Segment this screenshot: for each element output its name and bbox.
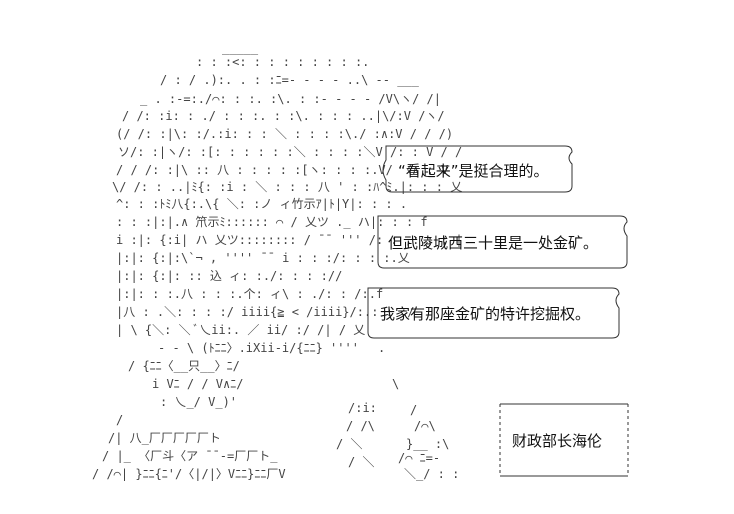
svg-text:_____: _____ bbox=[222, 41, 259, 55]
svg-text:: : :<: : : : : : : : :.: : : :<: : : : : : : : :. bbox=[196, 55, 369, 69]
svg-text:/ : / .):. . : :ﾆ=- - - - ..\: / : / .):. . : :ﾆ=- - - - ..\ -- ___ bbox=[160, 73, 420, 87]
svg-text:|:|: {:|: :: 込 ィ: :./: :: |:|: {:|: :: 込 ィ: :./: : : :// bbox=[116, 269, 342, 283]
svg-text:\/ /: : ..|ﾐ{: :i : ＼ : : : 八: \/ /: : ..|ﾐ{: :i : ＼ : : : 八 ' : :ﾊ^ﾐ.|… bbox=[112, 180, 462, 194]
speech-text-1: “看起来”是挺合理的。 bbox=[398, 162, 549, 180]
speech-bubble-frames bbox=[367, 145, 628, 339]
svg-text:|八 : .＼: : : :/ iiii{≧ < /iii: |八 : .＼: : : :/ iiii{≧ < /iiii}/:.: : :/ bbox=[116, 305, 415, 319]
svg-text:/| 八_厂厂厂厂厂ト: /| 八_厂厂厂厂厂ト bbox=[108, 431, 221, 445]
svg-text:＼_/ : :: ＼_/ : : bbox=[404, 467, 459, 481]
svg-text:(/ /: :|\: :/.:i: : : ＼ : : :: (/ /: :|\: :/.:i: : : ＼ : : : :\./ :∧:V … bbox=[116, 127, 453, 141]
svg-text:_ . :-=:./⌒: : :. :\. : :- - -: _ . :-=:./⌒: : :. :\. : :- - - - /V\ヽ/ /… bbox=[140, 92, 441, 106]
svg-text:/ / /: :|\ :: 八 : : : : :[ヽ: :: / / /: :|\ :: 八 : : : : :[ヽ: : : :.V/ 〈∧… bbox=[116, 163, 448, 177]
svg-text:/⌒\: /⌒\ bbox=[414, 419, 436, 433]
speech-bubble-1 bbox=[382, 145, 573, 193]
svg-text:/ ＼: / ＼ bbox=[348, 455, 374, 469]
svg-text:i Vﾆ / / V∧ﾆ/: i Vﾆ / / V∧ﾆ/ bbox=[152, 377, 243, 391]
svg-text:: : :|:|.∧ 笊示ﾐ:::::: ⌒ / 乂ツ ._: : : :|:|.∧ 笊示ﾐ:::::: ⌒ / 乂ツ ._ ハ|: : : f bbox=[116, 214, 428, 229]
svg-text:| \ {＼: ＼ ﾞ乀ii:. ／ ii/ :/ /: | \ {＼: ＼ ﾞ乀ii:. ／ ii/ :/ /| / 乂 bbox=[116, 323, 365, 337]
svg-text:: 乀_/ V_)': : 乀_/ V_)' bbox=[160, 395, 237, 409]
svg-text:|:|: {:|:\`¬ , '''' ¯¯ i: |:|: {:|:\`¬ , '''' ¯¯ i : : :/: : : :.乂 bbox=[116, 251, 410, 265]
svg-text:/ /: :i: : ./ : : :. : :\. : :: / /: :i: : ./ : : :. : :\. : : : ..|\/:V… bbox=[122, 109, 445, 123]
svg-text:/: / bbox=[116, 413, 123, 427]
svg-text:/ |_ 〈厂斗〈ア ¯¯-=厂厂ト_: / |_ 〈厂斗〈ア ¯¯-=厂厂ト_ bbox=[102, 449, 278, 463]
speech-bubble-3 bbox=[367, 287, 620, 339]
caption-box-frame bbox=[499, 403, 629, 477]
svg-text:- - \ (ﾄﾆﾆ〉.iXii-i/{ﾆﾆ} '''': - - \ (ﾄﾆﾆ〉.iXii-i/{ﾆﾆ} '''' bbox=[158, 341, 359, 355]
svg-text:/:i:: /:i: bbox=[348, 401, 377, 415]
svg-text:^: : :ﾄﾐ八{:.\{ ＼: :ノ ィ竹示ｱ|ﾄ|Y: ^: : :ﾄﾐ八{:.\{ ＼: :ノ ィ竹示ｱ|ﾄ|Y|: : : . bbox=[116, 197, 407, 211]
svg-text:|:|: : :.八 : : :.个: ィ\ :: |:|: : :.八 : : :.个: ィ\ : ./: : /:.f bbox=[116, 287, 383, 301]
svg-text:/⌒ ﾆ=-: /⌒ ﾆ=- bbox=[398, 451, 440, 465]
svg-text:/ ＼: / ＼ bbox=[336, 437, 362, 451]
svg-text:/ /\: / /\ bbox=[346, 419, 375, 433]
svg-text:ソ/: :|ヽ/: :[: : : : : :＼ : : :: ソ/: :|ヽ/: :[: : : : : :＼ : : : :＼V /: : … bbox=[118, 145, 462, 159]
svg-text:i :|: {:i| ハ 乂ツ:::::::: / ¯¯: i :|: {:i| ハ 乂ツ:::::::: / ¯¯ ''' /: : ,:… bbox=[116, 233, 463, 247]
speech-text-3: 我家有那座金矿的特许挖掘权。 bbox=[380, 305, 591, 323]
speech-text-2: 但武陵城西三十里是一处金矿。 bbox=[388, 234, 599, 252]
svg-text:/: / bbox=[410, 403, 417, 417]
caption-label: 财政部长海伦 bbox=[512, 432, 603, 450]
svg-text:/ {ﾆﾆ〈__只__〉ﾆ/: / {ﾆﾆ〈__只__〉ﾆ/ bbox=[128, 359, 240, 373]
speech-bubble-2 bbox=[377, 215, 628, 269]
svg-text:/ /⌒| }ﾆﾆ{ﾆ'/〈|/|〉Vﾆﾆ}ﾆﾆ厂V: / /⌒| }ﾆﾆ{ﾆ'/〈|/|〉Vﾆﾆ}ﾆﾆ厂V bbox=[92, 467, 286, 481]
ascii-art-lines: _____ : : :<: : : : : : : : :. / : / .):… bbox=[92, 41, 463, 481]
svg-text:}__ :\: }__ :\ bbox=[406, 437, 449, 451]
svg-text:\: \ bbox=[392, 377, 399, 391]
svg-text:.: . bbox=[378, 341, 385, 355]
